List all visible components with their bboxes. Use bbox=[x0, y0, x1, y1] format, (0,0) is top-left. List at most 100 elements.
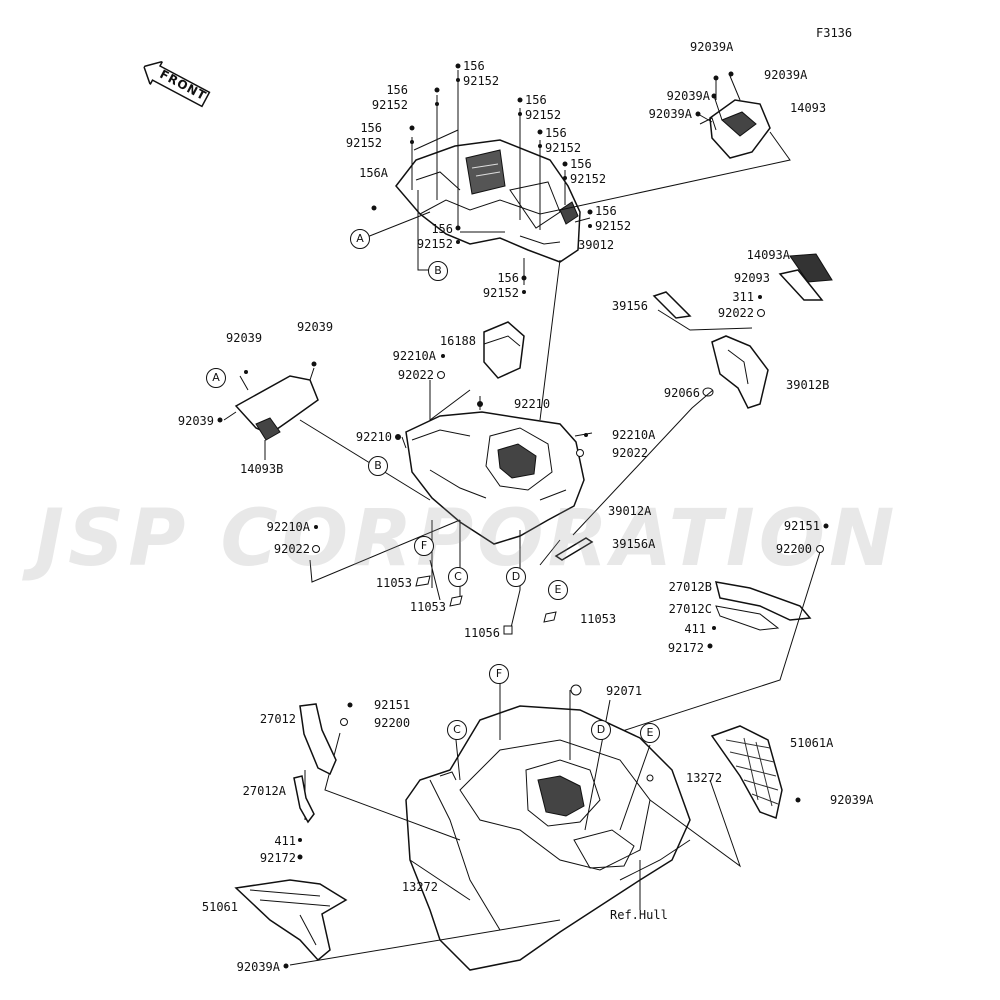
label-27012: 27012 bbox=[259, 712, 296, 726]
figure-code: F3136 bbox=[816, 26, 853, 40]
label-92022: 92022 bbox=[397, 368, 434, 382]
label-92210A: 92210A bbox=[612, 428, 656, 442]
hull-outline bbox=[405, 705, 691, 971]
label-27012B: 27012B bbox=[668, 580, 712, 594]
label-92039A: 92039A bbox=[764, 68, 808, 82]
callout-f-deck: F bbox=[414, 536, 434, 556]
label-92151: 92151 bbox=[374, 698, 411, 712]
label-156: 156 bbox=[497, 271, 519, 285]
label-92152: 92152 bbox=[345, 136, 382, 150]
callout-c-deck: C bbox=[448, 567, 468, 587]
label-11053: 11053 bbox=[375, 576, 412, 590]
label-92039: 92039 bbox=[177, 414, 214, 428]
part-27012 bbox=[293, 703, 337, 824]
label-92039: 92039 bbox=[226, 331, 263, 345]
label-14093: 14093 bbox=[790, 101, 827, 115]
label-92071: 92071 bbox=[606, 684, 643, 698]
label-27012A: 27012A bbox=[242, 784, 286, 798]
label-92066: 92066 bbox=[663, 386, 700, 400]
label-92152: 92152 bbox=[595, 219, 632, 233]
label-92210: 92210 bbox=[355, 430, 392, 444]
label-92022: 92022 bbox=[273, 542, 310, 556]
label-39156A: 39156A bbox=[612, 537, 656, 551]
label-92039A: 92039A bbox=[666, 89, 710, 103]
part-51061A bbox=[710, 725, 783, 820]
ref-hull-label: Ref.Hull bbox=[610, 908, 668, 922]
front-arrow: FRONT bbox=[138, 55, 216, 113]
label-92151: 92151 bbox=[783, 519, 820, 533]
part-51061 bbox=[234, 879, 348, 962]
label-39012A: 39012A bbox=[608, 504, 652, 518]
callout-d-deck: D bbox=[506, 567, 526, 587]
label-92210A: 92210A bbox=[266, 520, 310, 534]
label-11056: 11056 bbox=[463, 626, 500, 640]
main-deck-panel bbox=[405, 411, 585, 545]
label-92152: 92152 bbox=[463, 74, 500, 88]
label-39012: 39012 bbox=[578, 238, 615, 252]
part-14093 bbox=[699, 99, 771, 159]
label-92022: 92022 bbox=[612, 446, 649, 460]
callout-e-deck: E bbox=[548, 580, 568, 600]
label-39012B: 39012B bbox=[786, 378, 830, 392]
label-14093A: 14093A bbox=[746, 248, 790, 262]
part-14093A bbox=[778, 253, 833, 301]
label-51061A: 51061A bbox=[790, 736, 834, 750]
label-13272: 13272 bbox=[686, 771, 723, 785]
label-156: 156 bbox=[570, 157, 592, 171]
part-39012B bbox=[702, 335, 769, 409]
label-13272: 13272 bbox=[401, 880, 438, 894]
label-11053: 11053 bbox=[409, 600, 446, 614]
part-14093B bbox=[234, 375, 319, 441]
label-92152: 92152 bbox=[371, 98, 408, 112]
label-92039A: 92039A bbox=[830, 793, 874, 807]
label-92210A: 92210A bbox=[392, 349, 436, 363]
part-27012B bbox=[714, 581, 812, 631]
label-156: 156 bbox=[431, 222, 453, 236]
front-arrow-icon bbox=[142, 60, 211, 108]
label-92152: 92152 bbox=[545, 141, 582, 155]
callout-d-hull: D bbox=[591, 720, 611, 740]
label-311: 311 bbox=[732, 290, 754, 304]
part-16188 bbox=[483, 321, 525, 379]
label-92172: 92172 bbox=[259, 851, 296, 865]
callout-f-hull: F bbox=[489, 664, 509, 684]
callout-b-upper: B bbox=[428, 261, 448, 281]
label-92093: 92093 bbox=[733, 271, 770, 285]
label-92022: 92022 bbox=[717, 306, 754, 320]
label-92152: 92152 bbox=[570, 172, 607, 186]
label-156: 156 bbox=[545, 126, 567, 140]
callout-c-hull: C bbox=[447, 720, 467, 740]
label-14093B: 14093B bbox=[240, 462, 284, 476]
label-156A: 156A bbox=[359, 166, 388, 180]
upper-deck-cover bbox=[395, 139, 581, 263]
label-16188: 16188 bbox=[439, 334, 476, 348]
callout-e-hull: E bbox=[640, 723, 660, 743]
label-411: 411 bbox=[274, 834, 296, 848]
label-156: 156 bbox=[360, 121, 382, 135]
label-156: 156 bbox=[595, 204, 617, 218]
callout-a-left: A bbox=[206, 368, 226, 388]
label-92039A: 92039A bbox=[690, 40, 734, 54]
watermark: JSP CORPORATION bbox=[35, 494, 899, 584]
callout-a-upper: A bbox=[350, 229, 370, 249]
label-39156: 39156 bbox=[611, 299, 648, 313]
label-92210: 92210 bbox=[514, 397, 551, 411]
label-156: 156 bbox=[463, 59, 485, 73]
label-92039: 92039 bbox=[297, 320, 334, 334]
callout-b-deck: B bbox=[368, 456, 388, 476]
label-156: 156 bbox=[386, 83, 408, 97]
label-92200: 92200 bbox=[374, 716, 411, 730]
label-92039A: 92039A bbox=[648, 107, 692, 121]
label-92152: 92152 bbox=[416, 237, 453, 251]
label-92152: 92152 bbox=[525, 108, 562, 122]
label-92172: 92172 bbox=[667, 641, 704, 655]
label-27012C: 27012C bbox=[668, 602, 712, 616]
label-51061: 51061 bbox=[201, 900, 238, 914]
label-156: 156 bbox=[525, 93, 547, 107]
label-411: 411 bbox=[684, 622, 706, 636]
label-92152: 92152 bbox=[482, 286, 519, 300]
label-92200: 92200 bbox=[775, 542, 812, 556]
label-92039A: 92039A bbox=[236, 960, 280, 974]
label-11053: 11053 bbox=[580, 612, 617, 626]
